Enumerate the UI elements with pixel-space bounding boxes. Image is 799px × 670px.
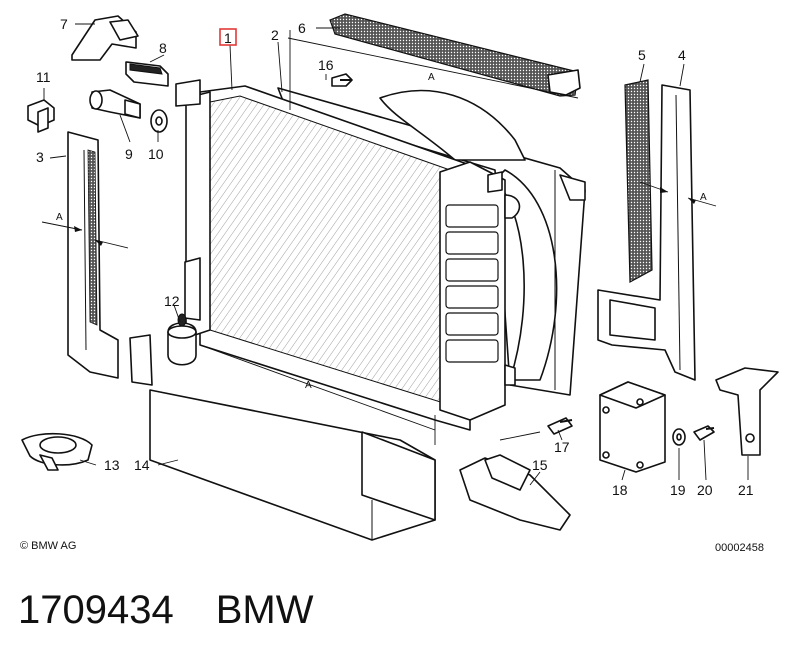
clip-8 — [125, 61, 169, 87]
rubber-mount-12 — [167, 313, 197, 366]
parts-diagram: A A A A 1 2 3 4 5 6 7 8 9 — [21, 13, 779, 541]
control-unit-18 — [599, 381, 666, 473]
dimension-arrows — [74, 187, 696, 246]
dimension-label: A — [428, 72, 435, 83]
bolt-16 — [331, 73, 353, 87]
side-seal-right — [624, 79, 653, 283]
part-caption: 1709434 BMW — [18, 588, 314, 633]
callout-7: 7 — [60, 16, 68, 32]
dimension-label: A — [56, 212, 63, 223]
bolt-17 — [547, 417, 573, 435]
callout-3: 3 — [36, 149, 44, 165]
highlight-box — [219, 28, 237, 46]
side-bracket-right — [597, 84, 696, 381]
callout-11: 11 — [36, 69, 51, 85]
part-number: 1709434 — [18, 588, 174, 632]
brand-name: BMW — [215, 588, 314, 632]
drawing-code: 00002458 — [715, 542, 764, 554]
callout-4: 4 — [678, 47, 686, 63]
bracket-7 — [71, 15, 139, 61]
callout-1: 1 — [224, 30, 232, 46]
callout-9: 9 — [125, 146, 133, 162]
callout-10: 10 — [148, 146, 164, 162]
radiator-side-tank — [439, 161, 521, 421]
copyright-notice: © BMW AG — [20, 540, 77, 552]
callout-17: 17 — [554, 439, 570, 455]
upper-seal — [329, 13, 581, 97]
callout-16: 16 — [318, 57, 334, 73]
sensor-9 — [89, 89, 141, 119]
bolt-11 — [27, 99, 55, 133]
air-duct-14 — [129, 334, 436, 541]
funnel-13 — [21, 432, 93, 471]
dimension-lines — [41, 30, 717, 445]
callout-14: 14 — [134, 457, 150, 473]
bracket-21 — [715, 367, 779, 456]
fan-shroud — [277, 87, 586, 396]
washer-19 — [672, 428, 686, 446]
callout-numbers: 1 2 3 4 5 6 7 8 9 10 11 12 13 14 15 16 1… — [36, 16, 754, 498]
leader-lines — [43, 23, 749, 486]
dimension-label: A — [700, 192, 707, 203]
callout-13: 13 — [104, 457, 120, 473]
callout-19: 19 — [670, 482, 686, 498]
callout-21: 21 — [738, 482, 754, 498]
callout-5: 5 — [638, 47, 646, 63]
callout-20: 20 — [697, 482, 713, 498]
callout-18: 18 — [612, 482, 628, 498]
side-bracket-left — [67, 131, 119, 379]
callout-8: 8 — [159, 40, 167, 56]
bracket-15 — [459, 454, 571, 531]
callout-15: 15 — [532, 457, 548, 473]
callout-2: 2 — [271, 27, 279, 43]
screw-20 — [693, 425, 715, 441]
radiator — [175, 79, 471, 431]
callout-6: 6 — [298, 20, 306, 36]
washer-10 — [150, 109, 168, 133]
callout-12: 12 — [164, 293, 180, 309]
dimension-label: A — [305, 380, 312, 391]
